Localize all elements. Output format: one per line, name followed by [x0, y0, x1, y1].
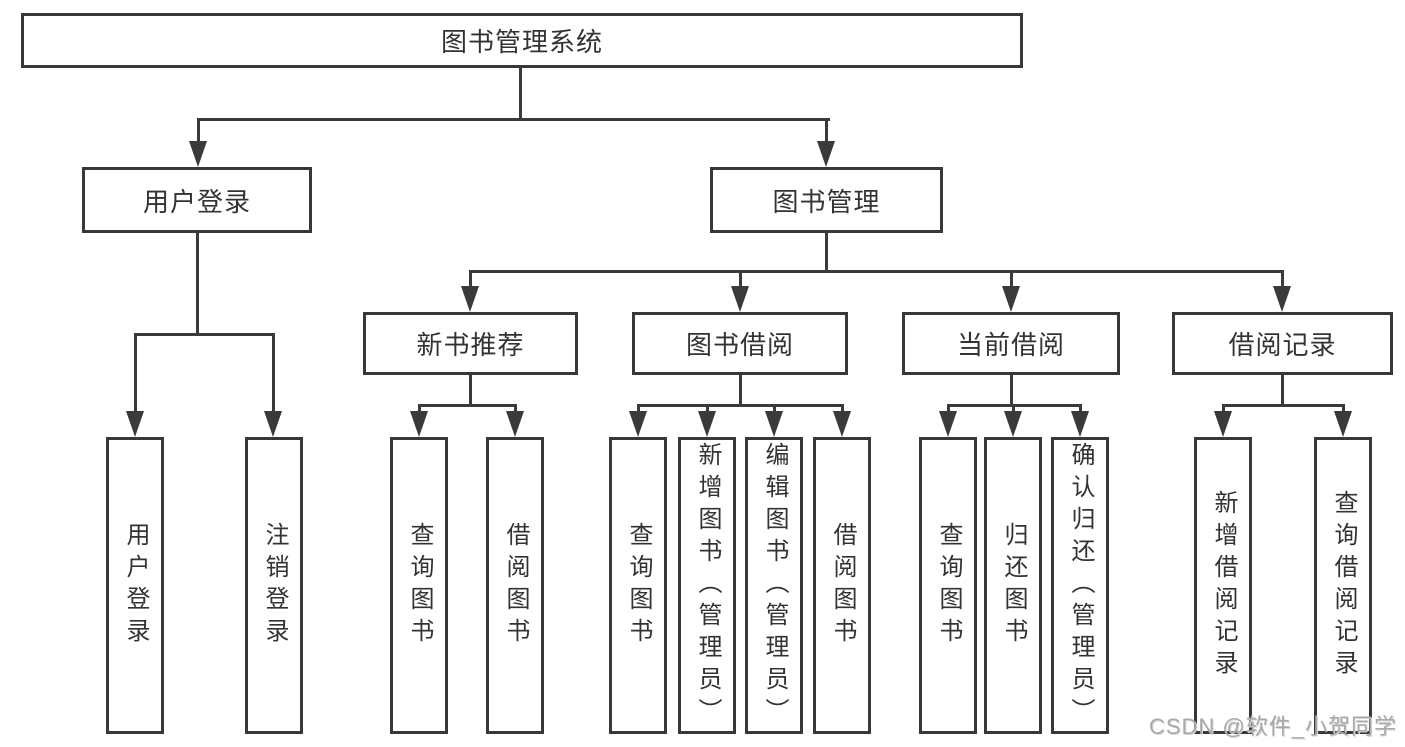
- leaf-user-login: 用户登录: [106, 437, 164, 734]
- arrow-down-icon: [1071, 411, 1089, 437]
- connector-line: [196, 233, 199, 336]
- connector-line: [1281, 375, 1284, 407]
- leaf-add-borrow-record: 新增借阅记录: [1194, 437, 1252, 734]
- arrow-down-icon: [410, 411, 428, 437]
- node-book-management: 图书管理: [710, 167, 943, 233]
- node-label: 用户登录: [142, 186, 251, 217]
- connector-line: [739, 375, 742, 407]
- leaf-return-books: 归还图书: [984, 437, 1042, 734]
- arrow-down-icon: [1002, 286, 1020, 312]
- connector-line: [418, 404, 517, 407]
- node-label: 编辑图书（管理员）: [761, 441, 788, 730]
- arrow-down-icon: [765, 411, 783, 437]
- node-label: 归还图书: [1000, 521, 1027, 650]
- connector-line: [469, 375, 472, 407]
- connector-line: [825, 233, 828, 273]
- node-label: 图书管理系统: [440, 27, 603, 57]
- node-label: 新增图书（管理员）: [694, 441, 721, 730]
- connector-line: [418, 404, 421, 413]
- node-label: 借阅图书: [829, 521, 856, 650]
- connector-line: [469, 270, 1283, 273]
- connector-line: [773, 404, 776, 413]
- node-label: 新增借阅记录: [1210, 489, 1237, 682]
- node-label: 借阅图书: [502, 521, 529, 650]
- node-label: 注销登录: [261, 521, 288, 650]
- node-label: 新书推荐: [416, 330, 525, 360]
- arrow-down-icon: [731, 286, 749, 312]
- connector-line: [514, 404, 517, 413]
- leaf-logout: 注销登录: [245, 437, 303, 734]
- node-label: 查询图书: [935, 521, 962, 650]
- arrow-down-icon: [1214, 411, 1232, 437]
- leaf-borrow-books-recommend: 借阅图书: [486, 437, 544, 734]
- connector-line: [519, 68, 522, 120]
- node-label: 用户登录: [122, 521, 149, 650]
- arrow-down-icon: [1273, 286, 1291, 312]
- csdn-watermark: CSDN @软件_小贺同学: [1148, 714, 1397, 739]
- arrow-down-icon: [264, 411, 282, 437]
- connector-line: [637, 404, 844, 407]
- node-label: 查询图书: [625, 521, 652, 650]
- connector-line: [1010, 270, 1013, 288]
- connector-line: [1012, 404, 1015, 413]
- connector-line: [1222, 404, 1225, 413]
- node-label: 借阅记录: [1228, 330, 1337, 360]
- connector-line: [134, 333, 137, 413]
- arrow-down-icon: [461, 286, 479, 312]
- leaf-add-books-admin: 新增图书（管理员）: [678, 437, 736, 734]
- node-new-book-recommendation: 新书推荐: [363, 312, 578, 375]
- node-user-login: 用户登录: [82, 167, 312, 233]
- connector-line: [825, 118, 828, 144]
- connector-line: [1010, 375, 1013, 407]
- node-label: 图书管理: [772, 186, 881, 217]
- node-borrowing-records: 借阅记录: [1172, 312, 1393, 375]
- leaf-query-books-current: 查询图书: [919, 437, 977, 734]
- arrow-down-icon: [189, 141, 207, 167]
- node-label: 当前借阅: [956, 330, 1065, 360]
- leaf-query-books-borrowing: 查询图书: [609, 437, 667, 734]
- arrow-down-icon: [506, 411, 524, 437]
- node-label: 查询图书: [406, 521, 433, 650]
- leaf-borrow-books: 借阅图书: [813, 437, 871, 734]
- connector-line: [197, 118, 830, 121]
- leaf-edit-books-admin: 编辑图书（管理员）: [745, 437, 803, 734]
- arrow-down-icon: [939, 411, 957, 437]
- arrow-down-icon: [698, 411, 716, 437]
- arrow-down-icon: [126, 411, 144, 437]
- arrow-down-icon: [629, 411, 647, 437]
- node-book-borrowing: 图书借阅: [632, 312, 848, 375]
- connector-line: [272, 333, 275, 413]
- node-current-borrowing: 当前借阅: [902, 312, 1120, 375]
- connector-line: [1281, 270, 1284, 288]
- connector-line: [469, 270, 472, 288]
- connector-line: [1342, 404, 1345, 413]
- connector-line: [947, 404, 950, 413]
- arrow-down-icon: [817, 141, 835, 167]
- connector-line: [197, 118, 200, 144]
- arrow-down-icon: [1334, 411, 1352, 437]
- connector-line: [706, 404, 709, 413]
- node-library-management-system: 图书管理系统: [21, 13, 1023, 68]
- arrow-down-icon: [1004, 411, 1022, 437]
- connector-line: [1079, 404, 1082, 413]
- connector-line: [739, 270, 742, 288]
- connector-line: [637, 404, 640, 413]
- connector-line: [134, 333, 275, 336]
- leaf-query-books-recommend: 查询图书: [390, 437, 448, 734]
- connector-line: [1222, 404, 1345, 407]
- leaf-confirm-return-admin: 确认归还（管理员）: [1051, 437, 1109, 734]
- node-label: 图书借阅: [685, 330, 794, 360]
- arrow-down-icon: [833, 411, 851, 437]
- node-label: 查询借阅记录: [1330, 489, 1357, 682]
- connector-line: [841, 404, 844, 413]
- leaf-query-borrow-record: 查询借阅记录: [1314, 437, 1372, 734]
- node-label: 确认归还（管理员）: [1067, 441, 1094, 730]
